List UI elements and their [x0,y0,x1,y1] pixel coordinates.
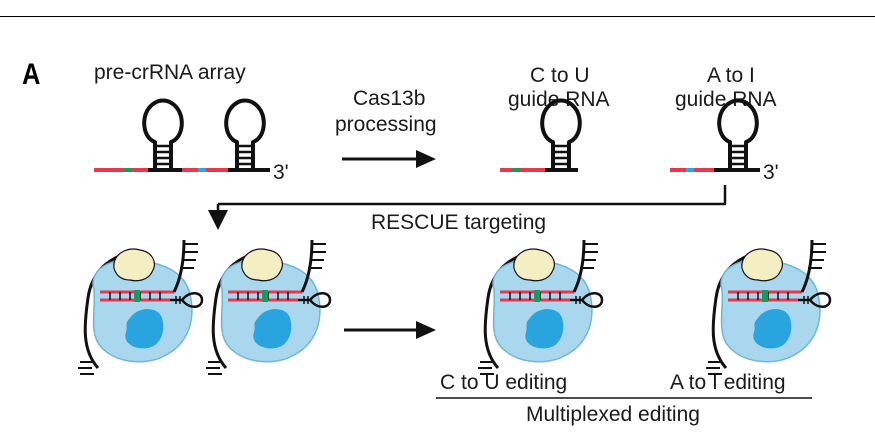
a-to-i-editing-label: A to I editing [670,371,786,394]
a-to-i-guide-line1: A to I [707,64,755,87]
processing-label-line2: processing [335,113,437,136]
panel-label: A [22,58,41,91]
processing-label-line1: Cas13b [353,87,426,110]
complex-2 [204,238,332,376]
array-hairpin-2 [224,98,266,172]
array-hairpin-1 [142,98,184,172]
complex-c-to-u [476,238,604,376]
three-prime-array: 3' [273,161,289,184]
top-rule [0,16,875,17]
complex-1 [76,238,204,376]
c-to-u-guide [500,98,582,172]
editing-arrow [344,321,436,339]
pre-crrna-array-label: pre-crRNA array [94,61,246,84]
c-to-u-guide-line1: C to U [530,64,590,87]
rescue-targeting-label: RESCUE targeting [371,211,547,234]
multiplexed-editing-label: Multiplexed editing [526,403,700,426]
c-to-u-editing-label: C to U editing [440,371,568,394]
a-to-i-guide [670,98,760,172]
pre-crrna-array [94,98,270,172]
three-prime-ai: 3' [763,161,779,184]
processing-arrow [342,150,436,168]
complex-a-to-i [704,238,832,376]
rescue-targeting-arrow [208,185,727,230]
